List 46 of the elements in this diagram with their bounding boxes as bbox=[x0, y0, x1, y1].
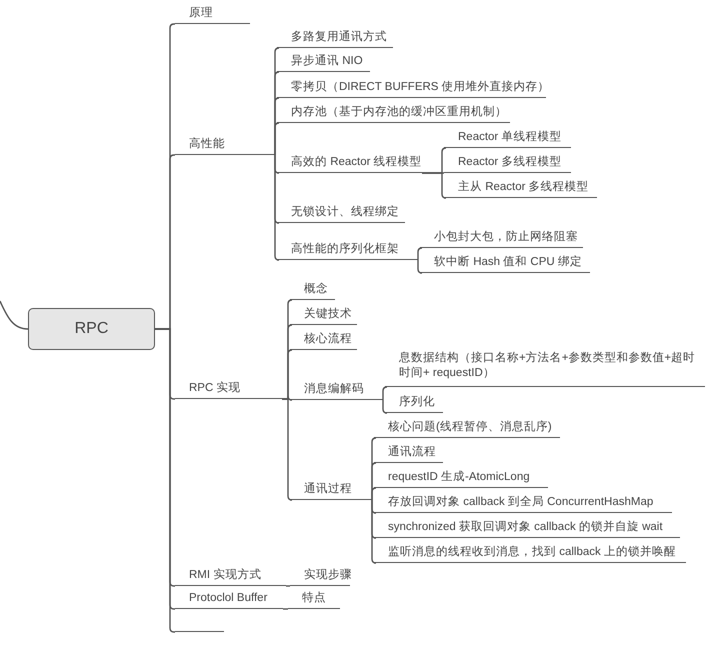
branch-connector bbox=[286, 585, 290, 587]
topic-label: 息数据结构（接口名称+方法名+参数类型和参数值+超时时间+ requestID） bbox=[385, 351, 705, 387]
topic-label: RPC 实现 bbox=[175, 381, 282, 399]
topic-label: 概念 bbox=[290, 282, 335, 300]
topic-label: 异步通讯 NIO bbox=[277, 54, 370, 72]
topic-label: 高效的 Reactor 线程模型 bbox=[277, 155, 422, 173]
branch-connector bbox=[282, 398, 293, 501]
topic-label: 消息编解码 bbox=[290, 382, 383, 400]
topic-label: 原理 bbox=[175, 6, 250, 24]
topic-label: 核心流程 bbox=[290, 332, 357, 350]
topic-label: 小包封大包，防止网络阻塞 bbox=[420, 230, 583, 248]
topic-label: 序列化 bbox=[385, 395, 443, 413]
topic-label: 特点 bbox=[288, 591, 340, 609]
topic-label: 无锁设计、线程绑定 bbox=[277, 205, 405, 223]
branch-connector bbox=[371, 499, 377, 564]
topic-label: 零拷贝（DIRECT BUFFERS 使用堆外直接内存） bbox=[277, 80, 546, 98]
branch-connector bbox=[417, 247, 423, 261]
branch-connector bbox=[422, 172, 447, 199]
topic-label: 存放回调对象 callback 到全局 ConcurrentHashMap bbox=[374, 495, 672, 513]
topic-label: 高性能 bbox=[175, 137, 275, 155]
topic-label: synchronized 获取回调对象 callback 的锁并自旋 wait bbox=[374, 520, 680, 538]
topic-label: 关键技术 bbox=[290, 307, 357, 325]
branch-connector bbox=[382, 386, 388, 401]
topic-label: 监听消息的线程收到消息，找到 callback 上的锁并唤醒 bbox=[374, 545, 686, 563]
branch-connector bbox=[382, 399, 388, 414]
topic-label: 多路复用通讯方式 bbox=[277, 30, 393, 48]
topic-label: 主从 Reactor 多线程模型 bbox=[444, 180, 597, 198]
topic-label: requestID 生成-AtomicLong bbox=[374, 470, 548, 488]
topic-label: 通讯过程 bbox=[290, 482, 372, 500]
central-topic-box: RPC bbox=[28, 308, 155, 350]
topic-label: Reactor 单线程模型 bbox=[444, 130, 571, 148]
branch-connector bbox=[274, 122, 280, 156]
topic-label: Reactor 多线程模型 bbox=[444, 155, 571, 173]
topic-label: 核心问题(线程暂停、消息乱序) bbox=[374, 420, 560, 438]
branch-connector bbox=[274, 154, 280, 261]
topic-label: 通讯流程 bbox=[374, 445, 443, 463]
topic-label: 内存池（基于内存池的缓冲区重用机制） bbox=[277, 105, 510, 123]
topic-label: 实现步骤 bbox=[290, 568, 350, 586]
branch-connector bbox=[283, 608, 288, 610]
branch-connector bbox=[371, 487, 377, 501]
topic-label: RMI 实现方式 bbox=[175, 568, 286, 586]
topic-label: Protoclol Buffer bbox=[175, 591, 283, 609]
topic-label: 高性能的序列化框架 bbox=[277, 242, 418, 260]
branch-connector bbox=[0, 300, 28, 330]
branch-connector bbox=[417, 259, 423, 274]
topic-label: 软中断 Hash 值和 CPU 绑定 bbox=[420, 255, 590, 273]
